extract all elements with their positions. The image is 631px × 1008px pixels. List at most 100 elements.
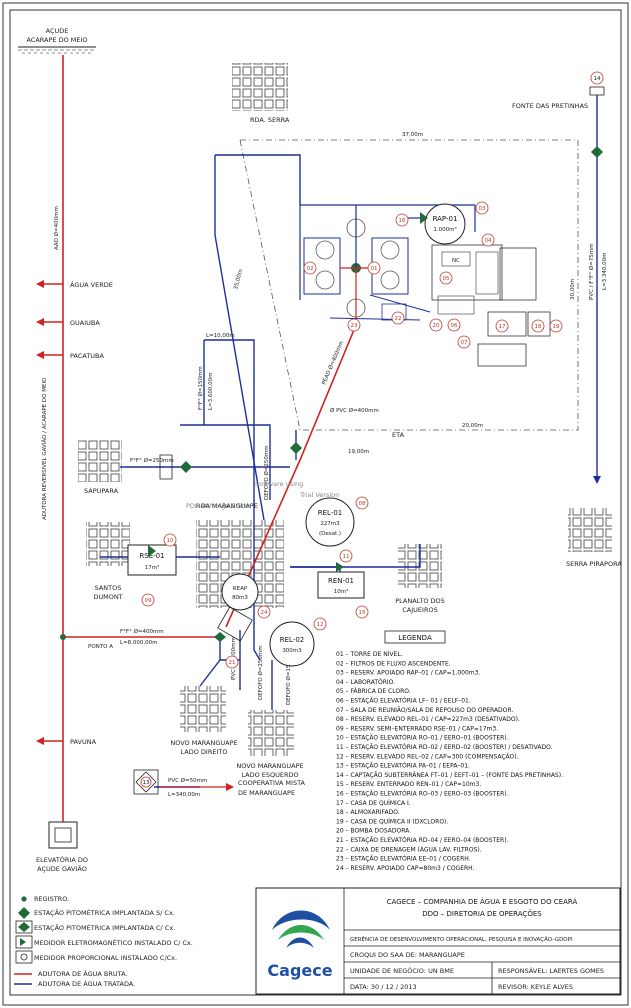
legend-item: 17 – CASA DE QUÍMICA I. [336, 800, 411, 807]
label-planalto-2: CAJUEIROS [402, 606, 437, 614]
legend-items: 01 – TORRE DE NÍVEL. 02 – FILTROS DE FLUX… [336, 651, 563, 872]
number-17: 17 [499, 324, 506, 330]
arrow-cooperativa [226, 783, 234, 791]
label-pavuna: PAVUNA [70, 738, 97, 746]
sym-medidor-eletro: MEDIDOR ELETROMAGNÉTICO INSTALADO C/ Cx. [34, 938, 193, 947]
label-eta: ETA [392, 431, 405, 439]
legend-item: 10 – ESTAÇÃO ELEVATÓRIA RO–01 / EERO–01 … [336, 735, 509, 742]
label-guaiuba: GUAIUBA [70, 319, 100, 327]
number-16: 16 [399, 218, 406, 224]
aao-pipe-label: AAO Ø=400mm [53, 206, 60, 250]
pitometrica-sem-cx-icon [18, 907, 30, 919]
pipe-defofo-1: DEFOFO Ø=250mm [263, 445, 270, 500]
raw-water-arrows [36, 280, 44, 745]
rel02: REL-02 300m3 [269, 621, 315, 667]
number-06: 06 [451, 323, 458, 329]
label-nc: NC [452, 258, 460, 264]
pipe-l-8000: L=8.000,00m [120, 640, 158, 646]
pipe-l-10: L=10,00m [206, 333, 235, 339]
label-adutora-vertical: ADUTORA REVERSIVEL GAVIÃO / ACARAPE DO M… [41, 377, 48, 520]
label-cooperativa-2: DE MARANGUAPE [238, 789, 295, 797]
legend-item: 11 – ESTAÇÃO ELEVATÓRIA RD–02 / EERD–02 … [336, 744, 553, 751]
legend-item: 18 – ALMOXARIFADO. [336, 809, 400, 816]
pipe-pvc-400: Ø PVC Ø=400mm [330, 407, 379, 414]
number-15: 15 [359, 610, 366, 616]
legend-item: 06 – ESTAÇÃO ELEVATÓRIA LF– 01 / EELF–01… [336, 698, 471, 705]
raw-water-main [42, 55, 220, 810]
label-ponto-a: PONTO A [88, 644, 113, 650]
label-novo-direito-2: LADO DIREITO [181, 748, 228, 756]
number-12: 12 [317, 622, 324, 628]
pipe-f-150: F°F° Ø=150mm [197, 366, 204, 410]
pipe-defofo-3: DEFOFO Ø=150mm [285, 650, 292, 705]
rel01-note: (Desat.) [319, 531, 341, 537]
legend-item: 02 – FILTROS DE FLUXO ASCENDENTE. [336, 660, 451, 667]
rel01-cap: 227m3 [320, 521, 340, 527]
label-novo-esquerdo-1: NOVO MARANGUAPE [236, 762, 303, 770]
watermark: Software using Trial Version PDF-XChange… [186, 480, 339, 510]
watermark-2: Trial Version [299, 491, 339, 499]
blocks-santos-dumont [86, 522, 130, 566]
pitometrica-com-cx-icon [15, 920, 33, 934]
eta-plant: NC [299, 204, 551, 367]
ren01-cap: 10m³ [334, 588, 349, 595]
title-gerencia: GERÊNCIA DE DESENVOLVIMENTO OPERACIONAL,… [350, 935, 573, 943]
legend-panel: LEGENDA 01 – TORRE DE NÍVEL. 02 – FILTROS… [336, 630, 563, 872]
sym-registro: REGISTRO. [34, 895, 69, 903]
label-planalto-1: PLANALTO DOS [395, 597, 445, 605]
logo-text: Cagece [267, 961, 332, 980]
legend-item: 23 – ESTAÇÃO ELEVATÓRIA EE–01 / COGERH. [336, 856, 471, 863]
reap-cap: 80m3 [232, 595, 248, 601]
legend-item: 12 – RESERV. ELEVADO REL–02 / CAP=300 (C… [336, 753, 519, 760]
label-fonte-pretinhas: FONTE DAS PRETINHAS [512, 102, 588, 110]
label-novo-esquerdo-2: LADO ESQUERDO [241, 771, 298, 779]
rap01: RAP-01 1.000m³ [408, 203, 466, 245]
number-04: 04 [485, 238, 492, 244]
rel01: REL-01 227m3 (Desat.) [305, 497, 355, 547]
legend-item: 20 – BOMBA DOSADORA. [336, 828, 411, 835]
pipe-f-250: F°F° Ø=250mm [130, 457, 174, 464]
network-valves [159, 442, 302, 642]
label-elevatoria-2: AÇUDE GAVIÃO [37, 864, 87, 873]
number-11: 11 [343, 554, 350, 560]
blocks-novo-direito [180, 686, 226, 732]
rel01-name: REL-01 [318, 509, 343, 517]
pipe-l-3600: L=3.600,00m [208, 372, 214, 410]
rap01-name: RAP-01 [433, 215, 458, 223]
reap: REAP 80m3 [217, 573, 259, 642]
pipe-19m: 19,00m [348, 449, 369, 455]
number-21: 21 [229, 660, 236, 666]
label-serra-pirapora: SERRA PIRAPORA [566, 560, 622, 568]
cagece-logo: Cagece [267, 910, 333, 980]
blocks-rda-serra [232, 63, 288, 111]
title-responsavel: RESPONSÁVEL: LAERTES GOMES [498, 966, 604, 975]
legend-item: 01 – TORRE DE NÍVEL. [336, 651, 403, 658]
number-01: 01 [371, 266, 378, 272]
pipe-pvc-50: PVC Ø=50mm [168, 777, 207, 784]
number-05: 05 [443, 276, 450, 282]
legend-title: LEGENDA [398, 634, 432, 642]
legend-item: 07 – SALA DE REUNIÃO/SALA DE REPOUSO DO … [336, 707, 513, 714]
legend-item: 19 – CASA DE QUÍMICA II (DXCLORO). [336, 818, 448, 825]
rse01-name: RSE-01 [139, 552, 164, 560]
medidor-proporcional-icon [15, 950, 33, 964]
ren01: REN-01 10m³ [317, 562, 365, 599]
reap-name: REAP [233, 586, 248, 592]
sym-tratada: ADUTORA DE ÁGUA TRATADA. [38, 979, 135, 988]
ren01-name: REN-01 [328, 577, 354, 585]
numbered-markers: 16 03 04 02 01 05 22 23 20 06 17 18 19 0… [141, 201, 563, 669]
blocks-sapupara [78, 440, 122, 482]
label-novo-direito-1: NOVO MARANGUAPE [170, 739, 237, 747]
ponto-a-valve [60, 634, 66, 640]
watermark-1: Software using [255, 480, 303, 488]
legend-item: 24 – RESERV. APOIADO CAP=80m3 / COGERH. [336, 865, 475, 872]
acude-header: AÇUDE ACARAPE DO MEIO [18, 27, 96, 54]
pipe-pvc-75: PVC / F°F° Ø=75mm [588, 244, 595, 301]
rel02-cap: 300m3 [282, 648, 302, 654]
label-sapupara: SAPUPARA [84, 487, 119, 495]
sym-bruta: ADUTORA DE ÁGUA BRUTA. [38, 969, 127, 978]
legend-item: 15 – RESERV. ENTERRADO REN–01 / CAP=10m3… [336, 781, 481, 788]
acude-title: AÇUDE [46, 27, 69, 35]
number-08: 08 [359, 501, 366, 507]
